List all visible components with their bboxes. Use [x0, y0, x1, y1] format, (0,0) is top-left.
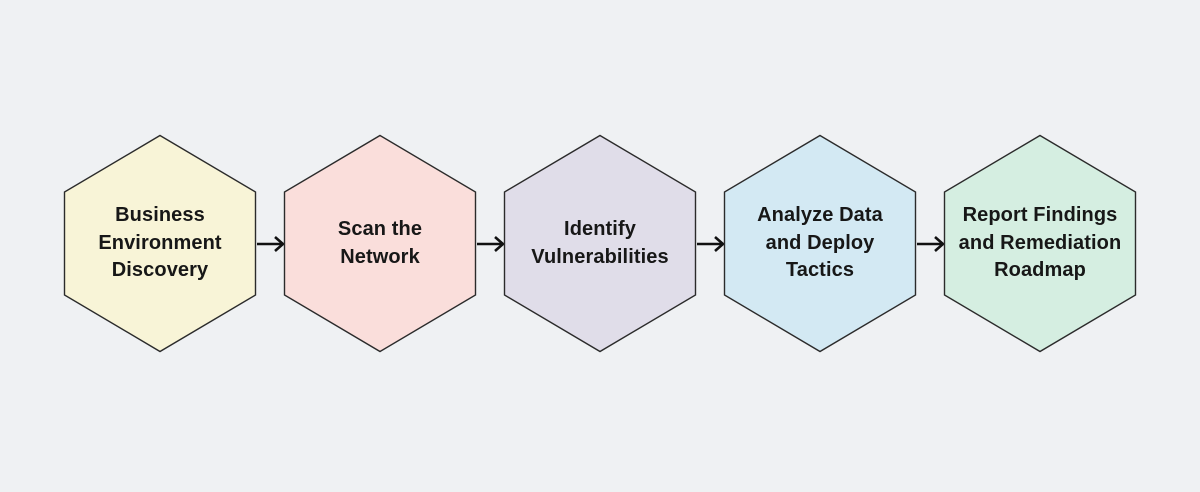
flow-arrow-1	[257, 236, 285, 252]
flow-node-analyze-data-and-deploy-tactics: Analyze Data and Deploy Tactics	[723, 134, 917, 353]
flow-arrow-4	[917, 236, 945, 252]
hexagon-polygon	[63, 134, 257, 353]
hexagon-polygon	[503, 134, 697, 353]
flow-node-report-findings-and-remediation-roadmap: Report Findings and Remediation Roadmap	[943, 134, 1137, 353]
flow-node-identify-vulnerabilities: Identify Vulnerabilities	[503, 134, 697, 353]
node-label: Business Environment Discovery	[98, 204, 222, 282]
hexagon-polygon	[723, 134, 917, 353]
hexagon-polygon	[283, 134, 477, 353]
hexagon-shape	[503, 134, 697, 353]
node-label: Scan the Network	[337, 218, 423, 268]
hexagon-shape	[723, 134, 917, 353]
flow-node-scan-the-network: Scan the Network	[283, 134, 477, 353]
flow-arrow-2	[477, 236, 505, 252]
hexagon-polygon	[943, 134, 1137, 353]
hexagon-shape	[943, 134, 1137, 353]
flow-arrow-3	[697, 236, 725, 252]
node-label: Identify Vulnerabilities	[531, 218, 669, 268]
flow-node-business-environment-discovery: Business Environment Discovery	[63, 134, 257, 353]
node-label: Report Findings and Remediation Roadmap	[958, 204, 1122, 282]
hexagon-shape	[63, 134, 257, 353]
hexagon-shape	[283, 134, 477, 353]
node-label: Analyze Data and Deploy Tactics	[757, 204, 883, 282]
